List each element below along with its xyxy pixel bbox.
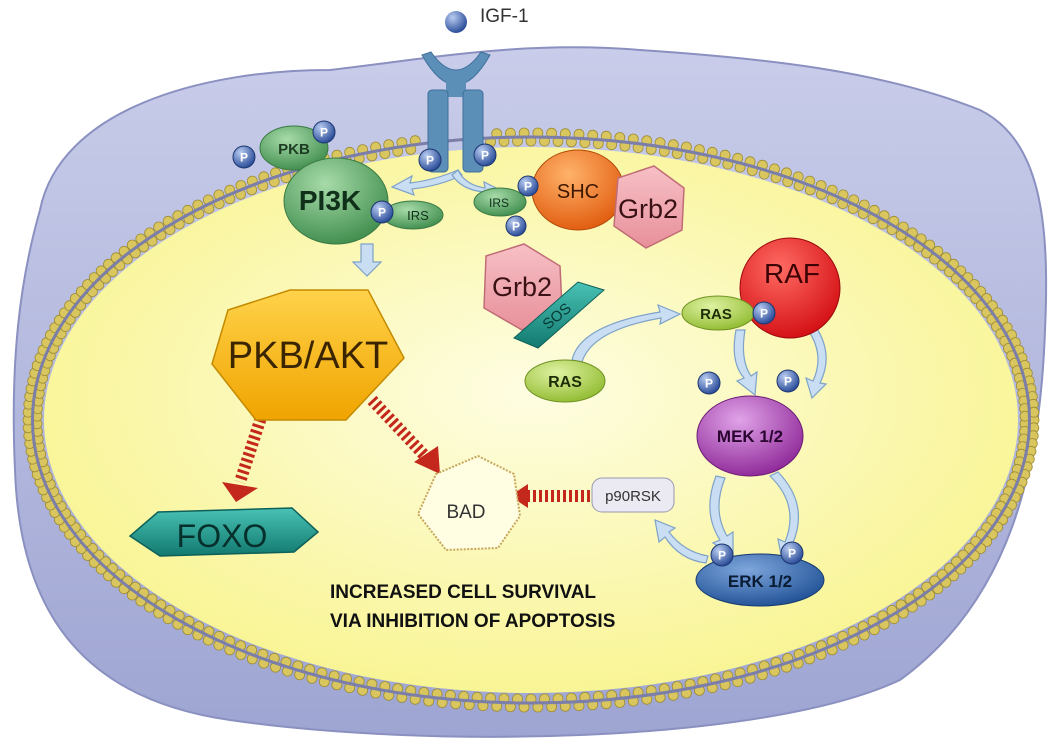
phosphate-icon [710, 543, 734, 567]
phosphate-icon [312, 120, 336, 144]
arrow-ras-activation [571, 303, 682, 363]
p-receptor-left: P [418, 148, 442, 172]
phosphate-label: P [760, 307, 768, 321]
phosphate-label: P [524, 180, 532, 194]
p-erk-left: P [710, 543, 734, 567]
igf1-label: IGF-1 [480, 6, 529, 27]
phosphate-label: P [705, 377, 713, 391]
plasma-membrane [22, 127, 1040, 713]
phosphate-label: P [426, 154, 434, 168]
p90rsk-node [591, 477, 675, 513]
pi3k-label: PI3K [299, 185, 361, 216]
grb2-upper-label: Grb2 [618, 194, 678, 224]
arrow-ras-to-mek-p [733, 329, 758, 397]
arrow-receptor-to-pi3k [390, 169, 463, 196]
p-irs-lower: P [505, 215, 527, 237]
erk-label: ERK 1/2 [728, 572, 792, 591]
phosphate-icon [418, 148, 442, 172]
foxo-label: FOXO [177, 518, 268, 554]
phosphate-label: P [512, 220, 520, 234]
p90rsk-label: p90RSK [605, 488, 661, 505]
phosphate-label: P [378, 206, 386, 220]
arrow-raf-to-mek-p [805, 326, 828, 400]
pkb-node [259, 125, 329, 171]
ras-inactive-node [524, 359, 606, 403]
outcome-line-2: VIA INHIBITION OF APOPTOSIS [330, 611, 615, 632]
pkb-label: PKB [278, 141, 310, 158]
p-pkb-right: P [312, 120, 336, 144]
phosphate-label: P [788, 547, 796, 561]
phosphorylation-sites: P P P P P P P P P P P P [232, 120, 804, 567]
bad-label: BAD [446, 502, 485, 523]
arrow-pi3k-to-akt [351, 243, 383, 277]
arrow-erk-to-p90rsk [654, 519, 709, 564]
akt-node [211, 289, 405, 421]
mek-node [696, 395, 804, 477]
phosphate-label: P [784, 375, 792, 389]
outcome-line-1: INCREASED CELL SURVIVAL [330, 582, 596, 603]
phosphate-label: P [320, 126, 328, 140]
irs-right-node [473, 187, 527, 217]
phosphate-icon [517, 175, 539, 197]
phosphate-icon [776, 369, 800, 393]
p-mek-right: P [776, 369, 800, 393]
phosphate-icon [505, 215, 527, 237]
raf-label: RAF [764, 258, 820, 289]
grb2-lower-label: Grb2 [492, 272, 552, 302]
p-pkb-left: P [232, 145, 256, 169]
phosphate-icon [752, 301, 776, 325]
phosphate-icon [232, 145, 256, 169]
p-receptor-right: P [473, 143, 497, 167]
phosphate-icon [370, 200, 394, 224]
p-pi3k-irs: P [370, 200, 394, 224]
foxo-node [128, 507, 320, 557]
bad-node [416, 454, 522, 552]
membrane-bilayer-line [31, 135, 1031, 705]
phosphate-label: P [240, 151, 248, 165]
erk-node [695, 553, 825, 607]
akt-label: PKB/AKT [228, 335, 389, 377]
p-irs-shc: P [517, 175, 539, 197]
arrow-akt-to-bad [367, 395, 430, 461]
activation-arrows [351, 169, 828, 564]
igf1-ligand-icon [445, 11, 467, 33]
ras-inactive-label: RAS [548, 374, 582, 391]
grb2-upper-node [613, 165, 685, 249]
phosphate-icon [780, 541, 804, 565]
phosphate-icon [697, 371, 721, 395]
phosphate-icon [473, 143, 497, 167]
pi3k-node [283, 157, 389, 245]
mek-label: MEK 1/2 [717, 427, 783, 446]
p-erk-right: P [780, 541, 804, 565]
irs-right-label: IRS [489, 196, 509, 210]
phosphate-label: P [481, 149, 489, 163]
shc-label: SHC [557, 181, 599, 203]
p-mek-left: P [697, 371, 721, 395]
phosphate-label: P [718, 549, 726, 563]
p-ras-raf: P [752, 301, 776, 325]
irs-left-label: IRS [407, 208, 429, 223]
ras-active-label: RAS [700, 306, 732, 323]
